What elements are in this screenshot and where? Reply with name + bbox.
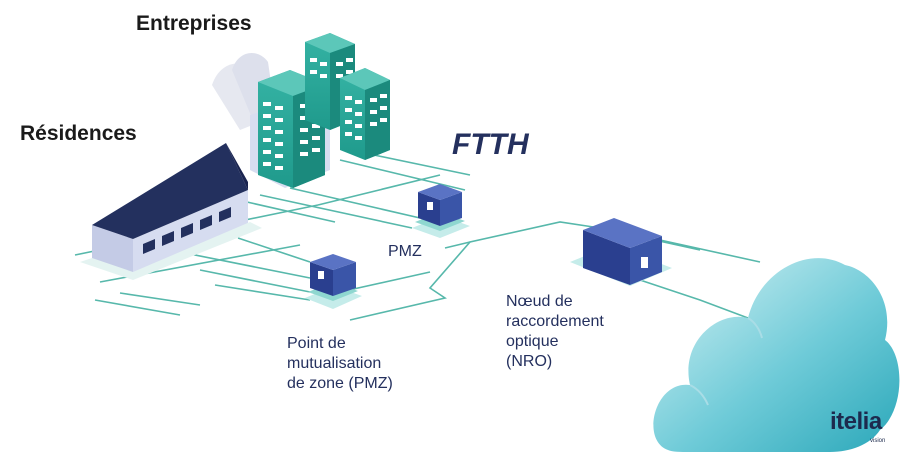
label-ftth: FTTH bbox=[452, 128, 529, 161]
label-noeud-raccordement: Nœud de raccordement optique (NRO) bbox=[506, 293, 604, 370]
fiber-line bbox=[119, 292, 201, 306]
fiber-line bbox=[179, 251, 311, 279]
label-residences: Résidences bbox=[20, 122, 137, 145]
fiber-line bbox=[289, 187, 421, 219]
fiber-line bbox=[237, 237, 311, 263]
pmz-box-upper bbox=[412, 184, 470, 238]
enterprise-complex bbox=[212, 33, 390, 188]
fiber-line bbox=[199, 269, 311, 293]
fiber-line bbox=[339, 159, 466, 191]
fiber-line bbox=[94, 299, 181, 316]
fiber-line bbox=[317, 174, 441, 206]
itelia-logo: itelia vision bbox=[830, 408, 886, 444]
residence-windows bbox=[143, 207, 231, 254]
pmz-box-lower bbox=[305, 254, 362, 309]
fiber-line bbox=[259, 194, 413, 229]
label-pmz: PMZ bbox=[388, 243, 422, 260]
fiber-line bbox=[639, 279, 749, 319]
label-point-de-mutualisation: Point de mutualisation de zone (PMZ) bbox=[287, 335, 393, 392]
fiber-line bbox=[444, 241, 471, 249]
residence-building bbox=[80, 143, 262, 280]
fiber-line bbox=[214, 284, 311, 301]
fiber-line bbox=[339, 271, 431, 293]
fiber-trunk bbox=[349, 221, 601, 321]
cloud bbox=[653, 258, 900, 452]
cloud-shape bbox=[653, 258, 900, 452]
fiber-line bbox=[659, 239, 761, 263]
label-entreprises: Entreprises bbox=[136, 12, 252, 35]
nro-box bbox=[570, 218, 672, 286]
fiber-line bbox=[237, 199, 336, 223]
fiber-lines bbox=[74, 149, 761, 321]
residence-roof bbox=[92, 143, 248, 239]
